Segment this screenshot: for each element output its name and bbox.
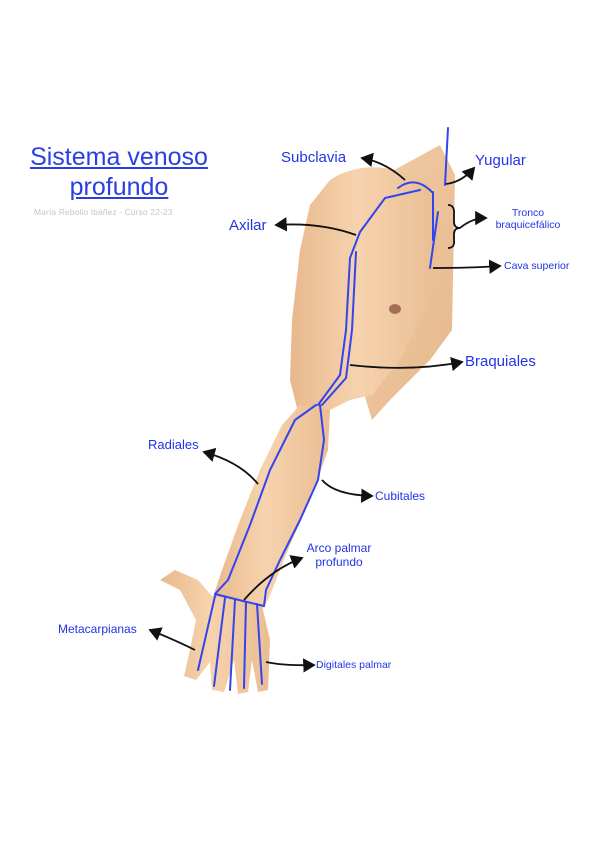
vena-axilar — [349, 189, 421, 259]
vena-cava-superior — [429, 211, 439, 269]
vena-braquial-1 — [317, 257, 351, 406]
label-arco: Arco palmar profundo — [306, 541, 372, 569]
author-subtitle: María Rebollo Ibáñez - Curso 22-23 — [34, 207, 173, 217]
pointer-arrows — [148, 152, 502, 673]
arrow-tronco — [459, 210, 488, 229]
arrow-radiales — [202, 447, 259, 485]
label-radiales: Radiales — [148, 437, 199, 452]
forearm-shape — [212, 405, 330, 610]
label-yugular: Yugular — [475, 152, 526, 169]
vein-network — [197, 127, 449, 691]
arrow-yugular — [445, 166, 476, 185]
upper-arm-shape — [290, 167, 440, 420]
digital-2 — [213, 597, 226, 687]
label-braquiales: Braquiales — [465, 353, 536, 370]
digital-5 — [256, 603, 263, 685]
label-cubitales: Cubitales — [375, 489, 426, 503]
digital-1 — [197, 595, 216, 671]
vena-radial — [214, 404, 317, 595]
arrow-cava — [432, 259, 502, 274]
vena-yugular — [444, 127, 449, 186]
arrow-braquiales — [349, 356, 464, 372]
nipple — [389, 304, 401, 314]
arrow-metacarpianas — [148, 627, 196, 651]
arrow-arco — [243, 555, 304, 601]
label-cava: Cava superior — [504, 260, 570, 272]
label-tronco: Tronco braquicefálico — [495, 207, 561, 231]
arrow-axilar — [274, 217, 357, 236]
vena-cubital — [263, 404, 325, 607]
arrow-digitales — [265, 658, 316, 673]
label-digitales: Digitales palmar — [316, 659, 392, 671]
arrow-cubitales — [321, 479, 374, 503]
label-axilar: Axilar — [229, 217, 267, 234]
label-subclavia: Subclavia — [281, 149, 347, 166]
label-metacarpianas: Metacarpianas — [58, 622, 137, 636]
arrow-subclavia — [360, 152, 406, 181]
digital-3 — [229, 599, 236, 691]
vena-braquial-2 — [321, 251, 357, 406]
page-title: Sistema venoso profundo — [30, 143, 208, 201]
digital-4 — [243, 601, 247, 689]
vena-subclavia — [397, 181, 433, 193]
hand-shape — [160, 570, 270, 694]
